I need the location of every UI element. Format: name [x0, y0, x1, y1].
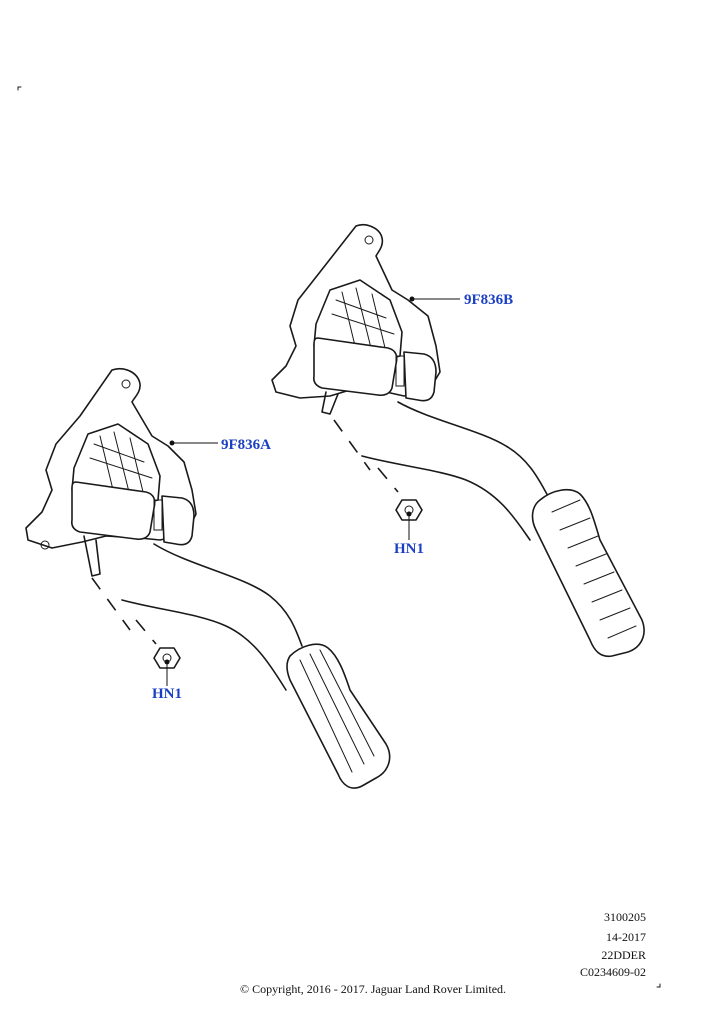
callout-9f836a[interactable]: 9F836A — [221, 437, 271, 453]
pedal-lower-sensor — [71, 481, 156, 541]
corner-mark-top-left — [17, 86, 22, 91]
nut-upper — [377, 467, 423, 521]
pedal-lower-mount-hole-3 — [40, 540, 50, 550]
ref-number: 3100205 — [604, 910, 646, 924]
date-code: 14-2017 — [606, 930, 646, 944]
pedal-upper-sensor — [313, 337, 398, 397]
pedal-lower-arm — [153, 543, 303, 647]
pedal-lower-connector — [161, 495, 195, 546]
pedal-upper-pad — [531, 488, 645, 658]
copyright-notice: © Copyright, 2016 - 2017. Jaguar Land Ro… — [239, 982, 507, 996]
leader-nut-b — [406, 511, 412, 540]
pedal-upper-arm — [397, 401, 549, 497]
nut-lower — [135, 619, 181, 669]
drawing-id: C0234609-02 — [580, 965, 646, 979]
model-code: 22DDER — [601, 948, 646, 962]
pedal-upper-mount-hole — [364, 235, 374, 245]
pedal-upper-connector — [403, 351, 437, 402]
callout-hn1-upper[interactable]: HN1 — [394, 541, 424, 557]
pedal-lower-pad — [286, 643, 391, 789]
leader-nut-a — [164, 659, 170, 686]
pedal-lower-mount-hole — [121, 379, 131, 389]
accelerator-pedal-lower — [25, 368, 391, 789]
leader-pedal-a — [169, 440, 218, 446]
accelerator-pedal-upper — [271, 223, 645, 658]
callout-hn1-lower[interactable]: HN1 — [152, 686, 182, 702]
callout-9f836b[interactable]: 9F836B — [464, 292, 514, 308]
leader-pedal-b — [409, 296, 460, 302]
corner-mark-bottom-right — [656, 983, 661, 988]
